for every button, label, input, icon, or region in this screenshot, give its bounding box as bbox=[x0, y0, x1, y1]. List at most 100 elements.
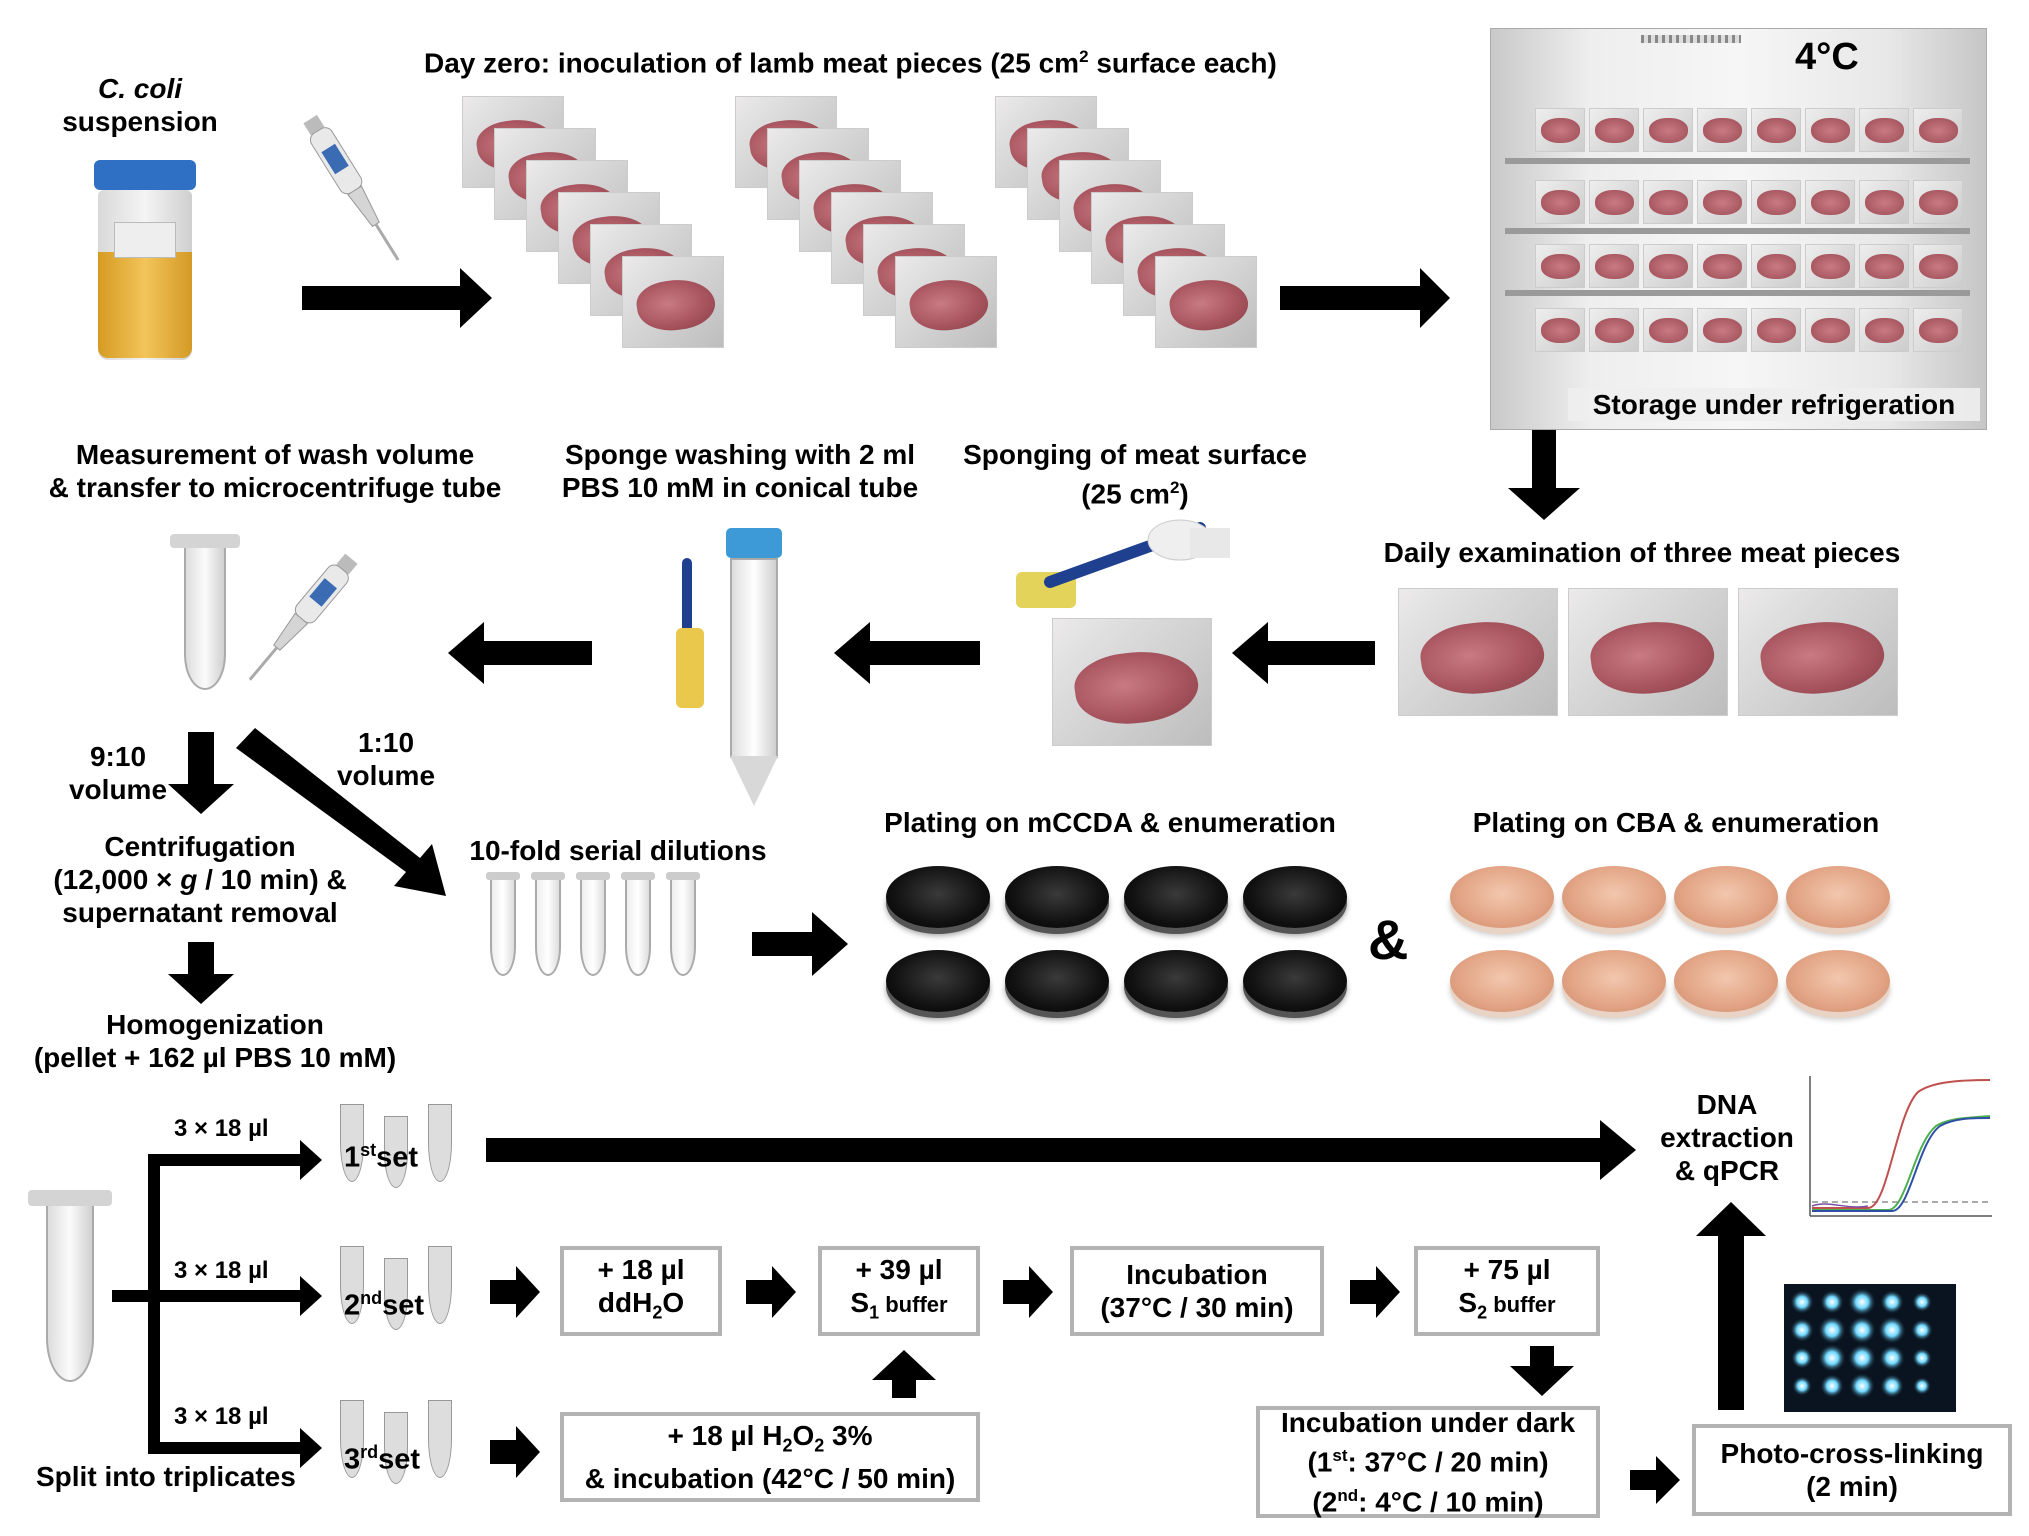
ddh2o-line-2-end: O bbox=[662, 1286, 685, 1318]
dark-incubation-box: Incubation under dark (1st: 37°C / 20 mi… bbox=[1256, 1406, 1600, 1518]
photo-cross-linking-box: Photo-cross-linking (2 min) bbox=[1692, 1424, 2012, 1516]
set-3-number: 3 bbox=[344, 1443, 361, 1476]
photo-line-1: Photo-cross-linking bbox=[1720, 1438, 1984, 1469]
arrow-to-sponge-washing bbox=[834, 622, 980, 684]
ratio-9-10: 9:10 bbox=[89, 741, 147, 772]
sponged-meat-piece bbox=[1052, 618, 1212, 746]
split-volume-label-1: 3 × 18 µl bbox=[174, 1115, 269, 1142]
h2o2-line-1-end: 3% bbox=[824, 1419, 873, 1451]
h2o2-line-1: + 18 µl H bbox=[667, 1419, 783, 1451]
led-array-image bbox=[1784, 1284, 1956, 1412]
arrow-to-inoculation bbox=[302, 268, 492, 328]
h2o2-line-1-mid: O bbox=[792, 1419, 815, 1451]
split-volume-label-2: 3 × 18 µl bbox=[174, 1257, 269, 1284]
s1-line-1: + 39 µl bbox=[855, 1253, 943, 1285]
ratio-1-10-label: 1:10 volume bbox=[326, 726, 446, 792]
exam-meat-piece-1 bbox=[1398, 588, 1558, 716]
ratio-1-10: 1:10 bbox=[357, 727, 415, 758]
plating-mccda-label: Plating on mCCDA & enumeration bbox=[884, 807, 1336, 838]
species-name: C. coli bbox=[97, 73, 182, 104]
arrow-to-sponging bbox=[1232, 622, 1375, 684]
arrow-up-to-s1 bbox=[872, 1350, 936, 1398]
dna-qpcr-label: DNA extraction & qPCR bbox=[1652, 1088, 1802, 1187]
homogenization-line-2: (pellet + 162 µl PBS 10 mM) bbox=[33, 1042, 397, 1073]
sponging-line-1: Sponging of meat surface bbox=[963, 439, 1307, 470]
split-triplicates-label: Split into triplicates bbox=[36, 1461, 296, 1492]
dark-line-2-end: : 37°C / 20 min) bbox=[1347, 1446, 1549, 1478]
measure-line-2: & transfer to microcentrifuge tube bbox=[48, 472, 502, 503]
sponging-label: Sponging of meat surface (25 cm2) bbox=[950, 438, 1320, 510]
s2-buffer-box: + 75 µl S2 buffer bbox=[1414, 1246, 1600, 1336]
s2-line-2-end: buffer bbox=[1487, 1291, 1556, 1317]
set-word: set bbox=[376, 1141, 419, 1174]
storage-label: Storage under refrigeration bbox=[1568, 388, 1980, 421]
s1-line-2: S bbox=[850, 1286, 870, 1318]
ddh2o-box: + 18 µl ddH2O bbox=[560, 1246, 722, 1336]
g-force-symbol: g bbox=[180, 864, 198, 895]
subscript: 1 bbox=[869, 1302, 880, 1323]
exam-meat-piece-3 bbox=[1738, 588, 1898, 716]
pipette-icon bbox=[303, 114, 400, 261]
s2-line-2: S bbox=[1458, 1286, 1478, 1318]
day-zero-text-end: surface each) bbox=[1088, 47, 1277, 79]
superscript: 2 bbox=[1169, 478, 1180, 497]
set-2-tubes bbox=[332, 1238, 462, 1330]
source-tube-icon bbox=[28, 1190, 112, 1386]
dark-line-3: (2 bbox=[1312, 1485, 1338, 1517]
exam-meat-piece-2 bbox=[1568, 588, 1728, 716]
arrow-to-homogenization bbox=[168, 942, 234, 1004]
set-1-number: 1 bbox=[344, 1141, 361, 1174]
arrow-to-plating bbox=[752, 912, 848, 976]
sponge-wash-line-2: PBS 10 mM in conical tube bbox=[561, 472, 919, 503]
arrow-to-fridge bbox=[1280, 268, 1450, 328]
superscript: st bbox=[1332, 1446, 1348, 1466]
dna-line-3: & qPCR bbox=[1674, 1155, 1780, 1186]
sponge-washing-label: Sponge washing with 2 ml PBS 10 mM in co… bbox=[540, 438, 940, 504]
set-3-label: 3rdset bbox=[344, 1436, 420, 1477]
conical-tube-icon bbox=[676, 528, 796, 808]
ampersand: & bbox=[1368, 908, 1409, 971]
dark-line-2: (1 bbox=[1307, 1446, 1333, 1478]
h2o2-box: + 18 µl H2O2 3% & incubation (42°C / 50 … bbox=[560, 1412, 980, 1502]
photo-line-2: (2 min) bbox=[1806, 1471, 1898, 1502]
incubation-line-2: (37°C / 30 min) bbox=[1100, 1292, 1294, 1323]
centrifugation-line-3: supernatant removal bbox=[62, 897, 338, 928]
incubation-line-1: Incubation bbox=[1126, 1259, 1268, 1290]
plating-cba-label: Plating on CBA & enumeration bbox=[1472, 807, 1880, 838]
s2-line-1: + 75 µl bbox=[1463, 1253, 1551, 1285]
pipette-icon-2 bbox=[248, 553, 358, 681]
suspension-jar bbox=[90, 160, 200, 360]
centrifugation-line-2-end: / 10 min) & bbox=[197, 864, 347, 895]
set-2-label: 2ndset bbox=[344, 1282, 424, 1323]
suspension-word: suspension bbox=[62, 106, 218, 137]
set-word: set bbox=[378, 1443, 421, 1476]
sponge-hand-icon bbox=[1016, 519, 1230, 608]
h2o2-line-2: & incubation (42°C / 50 min) bbox=[584, 1463, 956, 1495]
s1-line-2-end: buffer bbox=[879, 1291, 948, 1317]
measurement-label: Measurement of wash volume & transfer to… bbox=[40, 438, 510, 504]
incubation-box: Incubation (37°C / 30 min) bbox=[1070, 1246, 1324, 1336]
day-zero-label: Day zero: inoculation of lamb meat piece… bbox=[424, 40, 1277, 79]
sponging-line-2: (25 cm bbox=[1081, 478, 1170, 510]
dark-line-3-end: : 4°C / 10 min) bbox=[1358, 1485, 1544, 1517]
ratio-1-10-volume: volume bbox=[336, 760, 436, 791]
daily-exam-label: Daily examination of three meat pieces bbox=[1383, 537, 1901, 568]
set-word: set bbox=[382, 1289, 425, 1322]
sponging-line-2-end: ) bbox=[1179, 478, 1189, 510]
serial-dilutions-label: 10-fold serial dilutions bbox=[469, 835, 767, 866]
set-2-number: 2 bbox=[344, 1289, 361, 1322]
arrow-to-measurement bbox=[448, 622, 592, 684]
dna-line-1: DNA bbox=[1696, 1089, 1758, 1120]
measure-line-1: Measurement of wash volume bbox=[75, 439, 475, 470]
superscript: rd bbox=[360, 1442, 379, 1462]
superscript: nd bbox=[360, 1288, 383, 1308]
sponge-wash-line-1: Sponge washing with 2 ml bbox=[564, 439, 916, 470]
ratio-9-10-volume: volume bbox=[68, 774, 168, 805]
superscript: st bbox=[360, 1140, 377, 1160]
set-1-tubes bbox=[332, 1096, 462, 1188]
centrifugation-line-2: (12,000 × bbox=[53, 864, 181, 895]
superscript: 2 bbox=[1079, 47, 1089, 66]
centrifugation-label: Centrifugation (12,000 × g / 10 min) & s… bbox=[30, 830, 370, 929]
ddh2o-line-1: + 18 µl bbox=[597, 1253, 685, 1285]
ddh2o-line-2: ddH bbox=[597, 1286, 653, 1318]
